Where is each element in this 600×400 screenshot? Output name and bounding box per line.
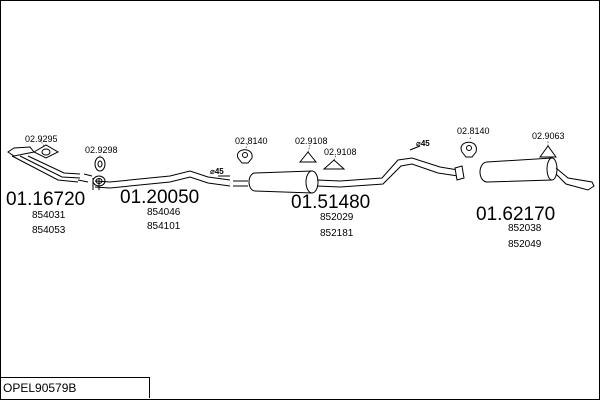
clamp-icon bbox=[298, 151, 318, 163]
pipe-diameter: ⌀45 bbox=[210, 167, 224, 176]
clamp-icon bbox=[539, 145, 557, 158]
rear-silencer-drawing bbox=[454, 157, 595, 191]
part-number: 01.20050 bbox=[120, 187, 200, 208]
callout-leader bbox=[333, 154, 337, 161]
middle-pipe-drawing bbox=[92, 170, 231, 190]
accessory-number: 02.8140 bbox=[457, 126, 490, 136]
oem-reference: 852038 bbox=[508, 223, 542, 234]
accessory-number: 02.9295 bbox=[25, 134, 58, 144]
part-number: 01.51480 bbox=[291, 192, 371, 213]
oem-reference: 854031 bbox=[32, 210, 66, 221]
part-number: 01.62170 bbox=[476, 204, 556, 225]
part-number: 01.16720 bbox=[6, 189, 86, 210]
front-pipe-drawing bbox=[7, 146, 93, 183]
oem-reference: 852049 bbox=[508, 239, 542, 250]
flange-ring-icon bbox=[92, 175, 106, 187]
callout-leader bbox=[245, 141, 249, 149]
oem-reference: 852029 bbox=[320, 212, 354, 223]
kit-reference: OPEL90579B bbox=[0, 377, 150, 398]
accessory-number: 02.8140 bbox=[235, 136, 268, 146]
rubber-mount-icon bbox=[460, 141, 477, 158]
oem-reference: 854053 bbox=[32, 225, 66, 236]
oem-reference: 854046 bbox=[147, 207, 181, 218]
callout-leader bbox=[307, 144, 311, 153]
accessory-number: 02.9108 bbox=[324, 147, 357, 157]
clamp-icon bbox=[32, 144, 60, 159]
callout-leader bbox=[469, 135, 472, 140]
clamp-icon bbox=[322, 159, 346, 170]
pipe-diameter: ⌀45 bbox=[416, 139, 430, 148]
diameter-leader bbox=[409, 145, 421, 151]
flange-ring-icon bbox=[94, 156, 106, 172]
rubber-mount-icon bbox=[237, 149, 253, 164]
accessory-number: 02.9063 bbox=[532, 131, 565, 141]
callout-leader bbox=[39, 139, 45, 147]
accessory-number: 02.9298 bbox=[85, 145, 118, 155]
oem-reference: 852181 bbox=[320, 228, 354, 239]
center-silencer-drawing bbox=[233, 157, 459, 194]
accessory-number: 02.9108 bbox=[295, 136, 328, 146]
oem-reference: 854101 bbox=[147, 221, 181, 232]
